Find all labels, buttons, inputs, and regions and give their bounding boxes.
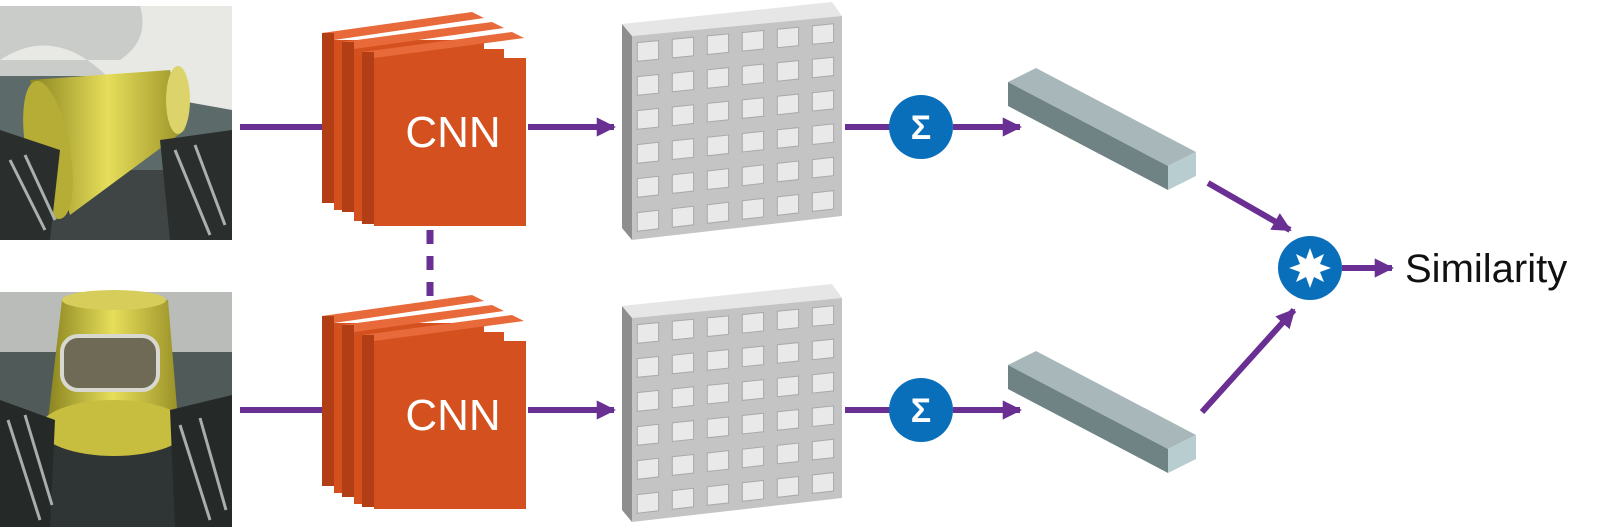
feature-map-top: [622, 2, 842, 240]
feature-cell: [741, 29, 765, 52]
feature-cell: [636, 491, 660, 514]
feature-cell: [706, 416, 730, 439]
feature-cell: [741, 63, 765, 86]
feature-cell: [636, 457, 660, 480]
similarity-output-label: Similarity: [1405, 247, 1567, 291]
feature-cell: [741, 379, 765, 401]
feature-cell: [776, 342, 800, 364]
feature-cell: [706, 349, 730, 371]
feature-cell: [706, 450, 730, 473]
feature-cell: [741, 164, 765, 187]
feature-cell: [741, 446, 765, 469]
feature-cell: [671, 36, 695, 59]
feature-cell: [811, 438, 835, 461]
feature-cell: [741, 130, 765, 153]
feature-cell: [776, 475, 800, 498]
feature-cell: [706, 315, 730, 338]
feature-cell: [811, 305, 835, 327]
feature-cell: [776, 375, 800, 398]
feature-cell: [811, 56, 835, 79]
input-photo-bottom: [0, 290, 232, 527]
feature-cell: [776, 160, 800, 183]
arrow-vector-to-combine-bottom: [1199, 307, 1297, 415]
sum-symbol-bottom: Σ: [911, 392, 931, 430]
star-burst-icon: [1289, 248, 1331, 288]
feature-cell: [636, 141, 660, 164]
sum-symbol-top: Σ: [911, 109, 931, 147]
feature-cell: [811, 472, 835, 494]
feature-cell: [671, 138, 695, 161]
feature-cell: [671, 453, 695, 476]
feature-cell: [776, 442, 800, 465]
feature-cell: [671, 386, 695, 409]
feature-cell: [636, 40, 660, 62]
feature-cell: [671, 487, 695, 510]
cnn-label-top: CNN: [405, 108, 500, 157]
feature-cell: [776, 409, 800, 431]
feature-cell: [706, 100, 730, 123]
feature-cell: [741, 97, 765, 119]
feature-cell: [706, 67, 730, 89]
feature-cell: [636, 73, 660, 96]
feature-cell: [671, 171, 695, 194]
feature-cell: [811, 371, 835, 394]
feature-cell: [671, 352, 695, 375]
feature-cell: [671, 318, 695, 341]
feature-cell: [636, 423, 660, 446]
input-photo-top: [0, 6, 232, 240]
feature-cell: [706, 134, 730, 157]
cnn-block-top: CNN: [322, 12, 526, 226]
feature-cell: [671, 205, 695, 228]
feature-cell: [776, 308, 800, 331]
sum-pooling-node-bottom: Σ: [889, 378, 953, 442]
feature-cell: [776, 93, 800, 116]
feature-cell: [811, 405, 835, 428]
sum-pooling-node-top: Σ: [889, 95, 953, 159]
feature-cell: [636, 175, 660, 198]
feature-cell: [811, 123, 835, 146]
arrow-vector-to-combine-top: [1206, 180, 1292, 233]
feature-cell: [636, 389, 660, 412]
feature-cell: [811, 89, 835, 112]
feature-cell: [706, 33, 730, 56]
feature-cell: [811, 156, 835, 179]
feature-cell: [811, 338, 835, 361]
feature-cell: [741, 197, 765, 220]
feature-cell: [776, 193, 800, 216]
feature-cell: [706, 483, 730, 506]
feature-cell: [636, 107, 660, 130]
descriptor-vector-top: [1008, 68, 1196, 190]
feature-cell: [776, 26, 800, 49]
feature-cell: [741, 345, 765, 368]
feature-cell: [741, 479, 765, 502]
feature-cell: [671, 70, 695, 93]
feature-cell: [671, 104, 695, 127]
cnn-label-bottom: CNN: [405, 391, 500, 440]
feature-cell: [636, 209, 660, 232]
feature-cell: [741, 311, 765, 334]
feature-cell: [811, 190, 835, 212]
combine-node: [1278, 236, 1342, 300]
feature-cell: [706, 168, 730, 191]
feature-cell: [636, 322, 660, 344]
descriptor-vector-bottom: [1008, 351, 1196, 473]
feature-map-bottom: [622, 284, 842, 522]
feature-cell: [776, 127, 800, 149]
feature-cell: [671, 420, 695, 443]
feature-cell: [636, 355, 660, 378]
feature-cell: [776, 60, 800, 82]
feature-cell: [741, 412, 765, 435]
feature-cell: [706, 201, 730, 224]
cnn-block-bottom: CNN: [322, 295, 526, 509]
feature-cell: [811, 23, 835, 45]
feature-cell: [706, 382, 730, 405]
